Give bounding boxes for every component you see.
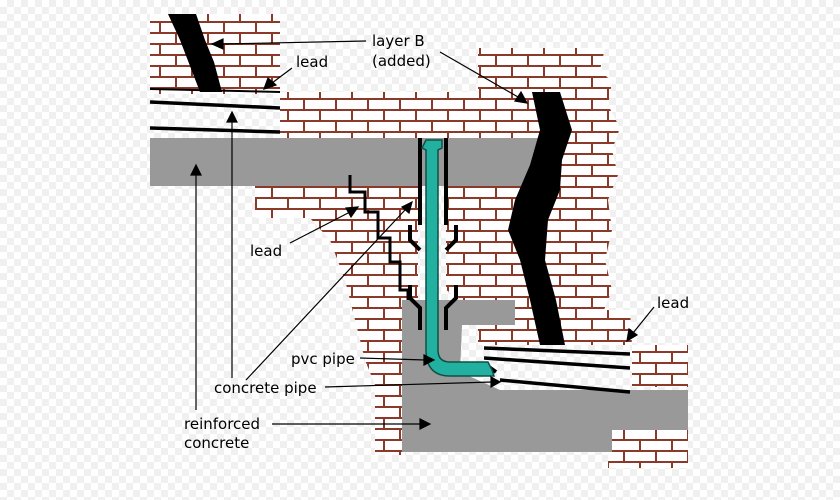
lead-sheet-right-2 [483, 356, 631, 370]
arrow-lead-middle [289, 211, 351, 244]
brick-wall-top-center [280, 92, 480, 138]
arrow-layer-b-right [439, 51, 519, 98]
arrow-layer-b-left [221, 40, 367, 45]
concrete-slab-lower [402, 300, 688, 452]
label-lead-top: lead [296, 53, 328, 71]
arrowhead-layer-b-right [513, 90, 529, 104]
arrow-lead-right [632, 306, 655, 334]
brick-wall-right-lower [632, 345, 688, 387]
arrowhead-lead-middle [345, 206, 360, 219]
arrowhead-concrete-pipe-center [400, 200, 413, 215]
layer-b-left [168, 14, 222, 92]
label-layer-b: layer B [372, 32, 425, 50]
concrete-pipe-flange-left [408, 225, 422, 252]
concrete-slab-upper [150, 138, 542, 186]
label-layer-b-added: (added) [372, 52, 431, 70]
brick-wall-bottom-right [608, 430, 688, 468]
lead-sheet-top-1 [149, 100, 281, 110]
concrete-pipe-joint-left [408, 285, 422, 330]
arrow-pvc-pipe [359, 357, 426, 361]
arrow-concrete-pipe-right [324, 381, 493, 388]
lead-sheets [149, 88, 631, 394]
label-reinforced: reinforced [184, 415, 260, 433]
arrow-concrete-pipe-center [245, 209, 406, 381]
layer-b [168, 14, 572, 345]
leader-arrows [190, 38, 655, 430]
label-lead-middle: lead [250, 242, 282, 260]
reinforced-concrete [150, 138, 688, 452]
concrete-pipe-flange-right [444, 225, 458, 252]
lead-sheet-top-2 [149, 126, 281, 134]
arrowhead-pvc-pipe [423, 354, 436, 366]
layer-b-right [508, 92, 572, 345]
lead-sheet-top-3 [149, 88, 281, 93]
label-concrete: concrete [184, 434, 249, 452]
labels: layer B (added) lead lead lead pvc pipe … [184, 32, 689, 452]
arrowhead-reinforced-lower [419, 418, 432, 430]
arrowhead-layer-b-left [210, 38, 224, 50]
arrowhead-lead-right [626, 327, 639, 343]
arrowhead-lead-top [263, 76, 278, 90]
arrowhead-reinforced-upper [190, 163, 202, 176]
arrow-lead-top [271, 67, 293, 84]
lead-sheet-right-3 [499, 378, 631, 394]
arrowhead-concrete-pipe-left [226, 110, 238, 123]
concrete-pipe-joint-right [444, 285, 458, 330]
label-concrete-pipe: concrete pipe [214, 379, 317, 397]
label-lead-right: lead [657, 294, 689, 312]
label-pvc-pipe: pvc pipe [291, 350, 355, 368]
arrowhead-concrete-pipe-right [490, 375, 502, 389]
lead-sheet-right-1 [483, 346, 631, 356]
lead-step-flashing [348, 175, 410, 300]
